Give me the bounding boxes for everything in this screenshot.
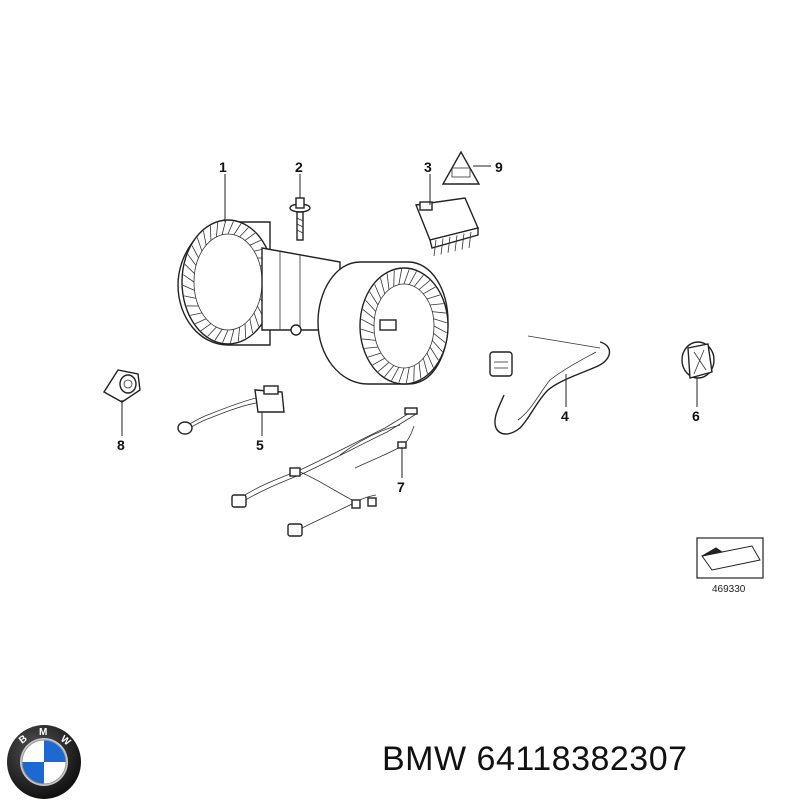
temperature-sensor-part-5: [178, 386, 284, 434]
reference-box: 469330: [697, 538, 763, 595]
callout-9: 9: [495, 159, 503, 175]
callout-1: 1: [219, 159, 227, 175]
reference-number: 469330: [712, 584, 746, 595]
blower-motor-part-1: [178, 220, 448, 384]
warning-label-part-9: [443, 152, 479, 184]
caption-part-number: 64118382307: [477, 740, 688, 778]
grommet-part-6: [682, 342, 714, 378]
logo-letter-m: M: [39, 727, 47, 738]
callout-8: 8: [117, 437, 125, 453]
caption-brand: BMW: [382, 740, 467, 778]
callout-2: 2: [295, 159, 303, 175]
part-caption: BMW 64118382307: [382, 740, 688, 779]
resistor-part-3: [416, 198, 478, 256]
sensor-part-8: [104, 370, 140, 402]
callout-6: 6: [692, 408, 700, 424]
bmw-logo: B M W: [4, 722, 84, 802]
callout-5: 5: [256, 437, 264, 453]
callout-3: 3: [424, 159, 432, 175]
callout-7: 7: [397, 479, 405, 495]
callout-4: 4: [561, 408, 569, 424]
wiring-harness-part-4: [490, 336, 610, 434]
wiring-leads-part-7: [232, 408, 417, 536]
